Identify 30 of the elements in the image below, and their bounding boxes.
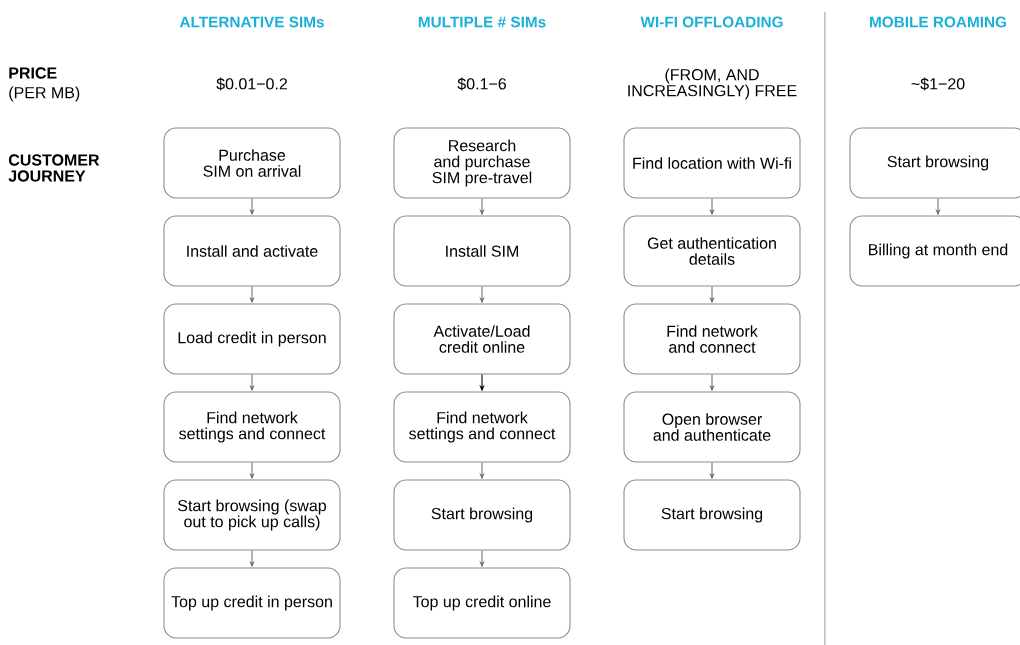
process-box: Top up credit online [393,567,571,639]
price-text: $0.01−0.2 [216,77,287,91]
column-heading: MULTIPLE # SIMs [418,16,546,28]
price-text: $0.1−6 [457,77,506,91]
process-box: Top up credit in person [163,567,341,639]
price-text: ~$1−20 [911,77,965,91]
process-box: Purchase SIM on arrival [163,127,341,199]
column-heading: ALTERNATIVE SIMs [179,16,324,28]
process-box: Find location with Wi-fi [623,127,801,199]
process-box: Start browsing [623,479,801,551]
process-box: Find network settings and connect [393,391,571,463]
column-heading: MOBILE ROAMING [870,16,1007,28]
process-box: Start browsing [393,479,571,551]
process-box: Start browsing (swap out to pick up calls) [163,479,341,551]
process-box: Research and purchase SIM pre-travel [393,127,571,199]
process-box: Find network settings and connect [163,391,341,463]
row-heading: CUSTOMER JOURNEY [8,154,100,182]
process-box: Get authentication details [623,215,801,287]
process-box: Start browsing [849,127,1020,199]
column-heading: WI-FI OFFLOADING [640,16,783,28]
process-box: Install and activate [163,215,341,287]
process-box: Open browser and authenticate [623,391,801,463]
process-box: Install SIM [393,215,571,287]
process-box: Activate/Load credit online [393,303,571,375]
process-box: Find network and connect [623,303,801,375]
process-box: Billing at month end [849,215,1020,287]
row-heading: PRICE [9,67,57,79]
process-box: Load credit in person [163,303,341,375]
price-text: (PER MB) [9,86,80,102]
price-text: (FROM, AND INCREASINGLY) FREE [628,68,797,100]
